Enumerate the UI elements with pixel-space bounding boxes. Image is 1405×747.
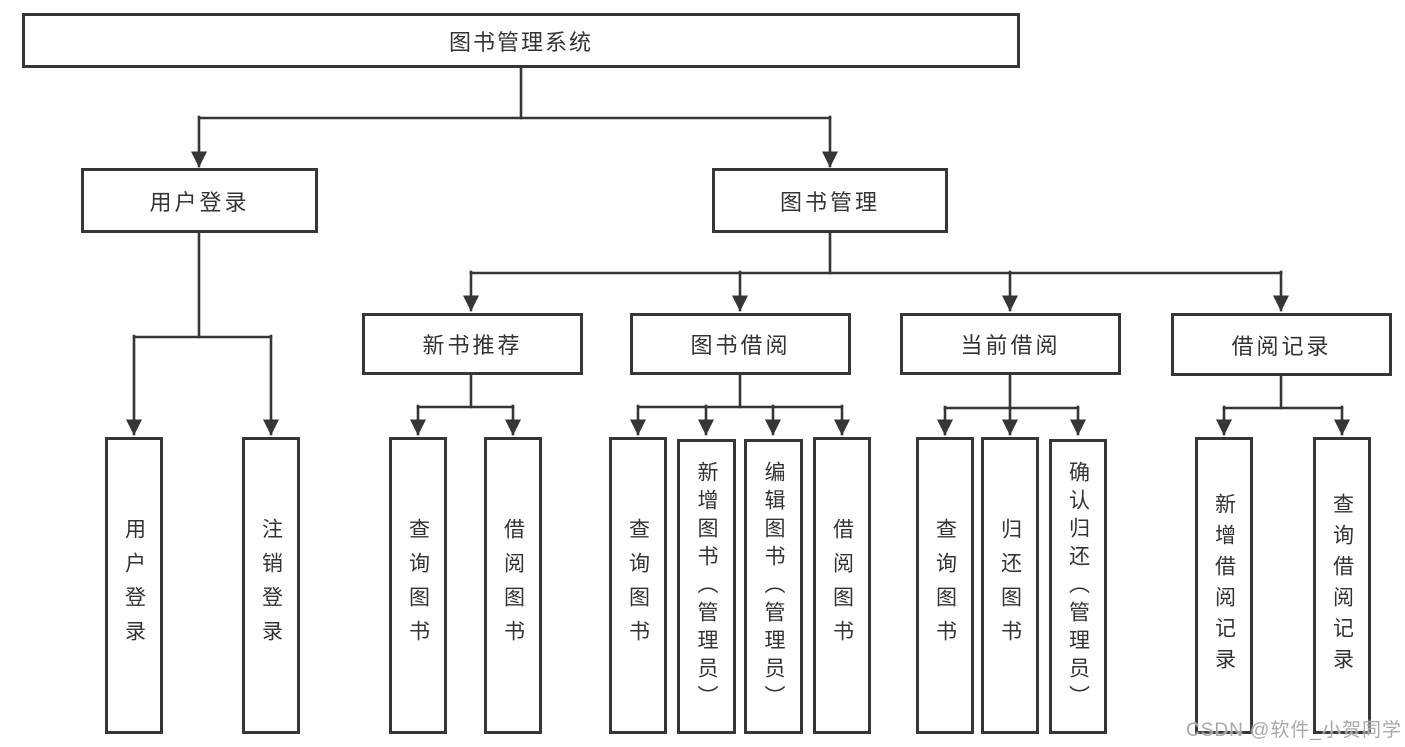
- leaf-cb-confirm-return-admin-label: 确认归还（管理员）: [1066, 460, 1090, 713]
- node-user-login-label: 用户登录: [149, 189, 250, 215]
- leaf-br-add-record: 新增借阅记录: [1195, 437, 1253, 734]
- leaf-cb-return-books: 归还图书: [981, 437, 1039, 734]
- leaf-br-query-record: 查询借阅记录: [1313, 437, 1371, 734]
- node-borrowing-records: 借阅记录: [1171, 313, 1392, 376]
- leaf-bb-query-books: 查询图书: [609, 437, 667, 734]
- leaf-bb-borrow-books: 借阅图书: [813, 437, 871, 734]
- node-book-management: 图书管理: [712, 168, 948, 233]
- leaf-bb-edit-books-admin-label: 编辑图书（管理员）: [762, 460, 785, 713]
- node-borrowing-records-label: 借阅记录: [1231, 333, 1332, 359]
- leaf-bb-add-books-admin-label: 新增图书（管理员）: [695, 460, 718, 713]
- leaf-nbr-query-books: 查询图书: [389, 437, 447, 734]
- csdn-watermark: CSDN @软件_小贺同学: [1186, 720, 1402, 741]
- leaf-user-login: 用户登录: [105, 437, 163, 734]
- leaf-nbr-borrow-books-label: 借阅图书: [501, 517, 525, 654]
- node-new-book-recommend: 新书推荐: [362, 313, 583, 375]
- leaf-logout-label: 注销登录: [259, 517, 283, 654]
- node-library-system: 图书管理系统: [22, 13, 1020, 68]
- leaf-br-query-record-label: 查询借阅记录: [1330, 492, 1354, 679]
- node-library-system-label: 图书管理系统: [448, 29, 593, 55]
- leaf-user-login-label: 用户登录: [122, 517, 146, 654]
- node-user-login: 用户登录: [81, 168, 318, 233]
- node-book-management-label: 图书管理: [779, 189, 880, 215]
- leaf-cb-query-books: 查询图书: [916, 437, 974, 734]
- leaf-bb-add-books-admin: 新增图书（管理员）: [677, 439, 736, 734]
- node-book-borrowing: 图书借阅: [630, 313, 851, 375]
- leaf-cb-query-books-label: 查询图书: [933, 517, 957, 654]
- leaf-nbr-borrow-books: 借阅图书: [484, 437, 542, 734]
- leaf-logout: 注销登录: [242, 437, 300, 734]
- leaf-cb-confirm-return-admin: 确认归还（管理员）: [1049, 439, 1107, 734]
- leaf-bb-edit-books-admin: 编辑图书（管理员）: [744, 439, 803, 734]
- node-current-borrowing-label: 当前借阅: [960, 333, 1061, 358]
- leaf-cb-return-books-label: 归还图书: [998, 517, 1022, 654]
- node-new-book-recommend-label: 新书推荐: [422, 333, 523, 358]
- leaf-bb-query-books-label: 查询图书: [626, 517, 650, 654]
- leaf-bb-borrow-books-label: 借阅图书: [830, 517, 854, 654]
- leaf-br-add-record-label: 新增借阅记录: [1212, 492, 1236, 679]
- leaf-nbr-query-books-label: 查询图书: [406, 517, 430, 654]
- node-current-borrowing: 当前借阅: [900, 313, 1121, 375]
- node-book-borrowing-label: 图书借阅: [690, 333, 791, 358]
